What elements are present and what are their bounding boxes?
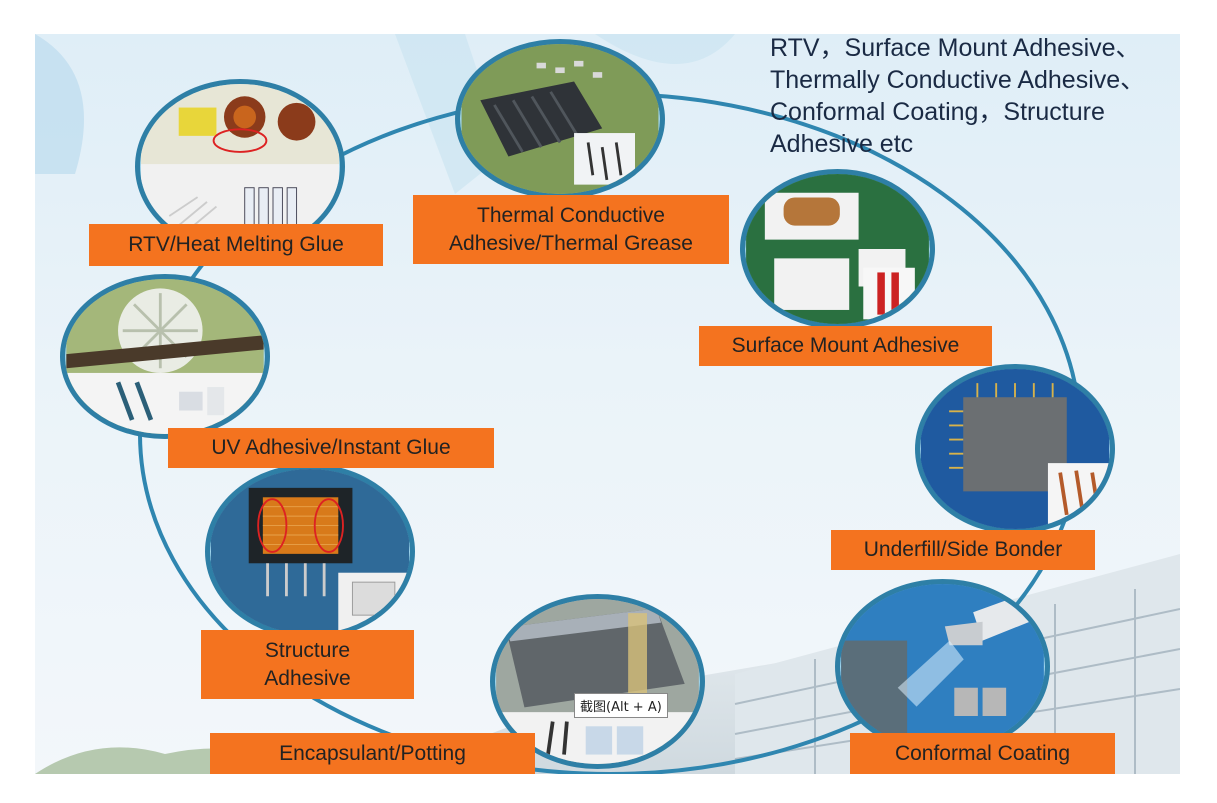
structure-photo: [205, 464, 415, 639]
label-uv: UV Adhesive/Instant Glue: [168, 428, 494, 468]
label-structure-line-1: Structure: [264, 638, 351, 662]
label-smt: Surface Mount Adhesive: [699, 326, 992, 366]
headline-line-3: Conformal Coating，Structure: [770, 98, 1105, 126]
headline-line-1: RTV，Surface Mount Adhesive、: [770, 34, 1141, 62]
label-smt-text: Surface Mount Adhesive: [731, 334, 960, 357]
uv-photo: [60, 274, 270, 439]
headline-line-2: Thermally Conductive Adhesive、: [770, 66, 1146, 94]
diagram-canvas: RTV，Surface Mount Adhesive、 Thermally Co…: [35, 34, 1180, 774]
label-potting: Encapsulant/Potting: [210, 733, 535, 774]
label-potting-text: Encapsulant/Potting: [279, 741, 466, 765]
smt-photo: [740, 169, 935, 329]
headline-line-4: Adhesive etc: [770, 130, 914, 158]
label-underfill-text: Underfill/Side Bonder: [863, 538, 1063, 561]
headline-text: RTV，Surface Mount Adhesive、 Thermally Co…: [770, 34, 1170, 160]
label-coating-text: Conformal Coating: [894, 741, 1071, 765]
label-rtv: RTV/Heat Melting Glue: [89, 224, 383, 266]
underfill-photo: [915, 364, 1115, 534]
screenshot-tooltip: 截图(Alt + A): [574, 693, 668, 718]
label-uv-text: UV Adhesive/Instant Glue: [211, 436, 451, 459]
thermal-photo: [455, 39, 665, 199]
label-rtv-text: RTV/Heat Melting Glue: [128, 233, 344, 256]
potting-photo: [490, 594, 705, 769]
label-thermal-line-2: Adhesive/Thermal Grease: [449, 231, 693, 255]
label-structure-line-2: Adhesive: [264, 666, 351, 690]
label-structure: Structure Adhesive: [201, 630, 414, 699]
label-coating: Conformal Coating: [850, 733, 1115, 774]
label-thermal: Thermal Conductive Adhesive/Thermal Grea…: [413, 195, 729, 264]
label-underfill: Underfill/Side Bonder: [831, 530, 1095, 570]
coating-photo: [835, 579, 1050, 754]
label-thermal-line-1: Thermal Conductive: [477, 203, 665, 227]
